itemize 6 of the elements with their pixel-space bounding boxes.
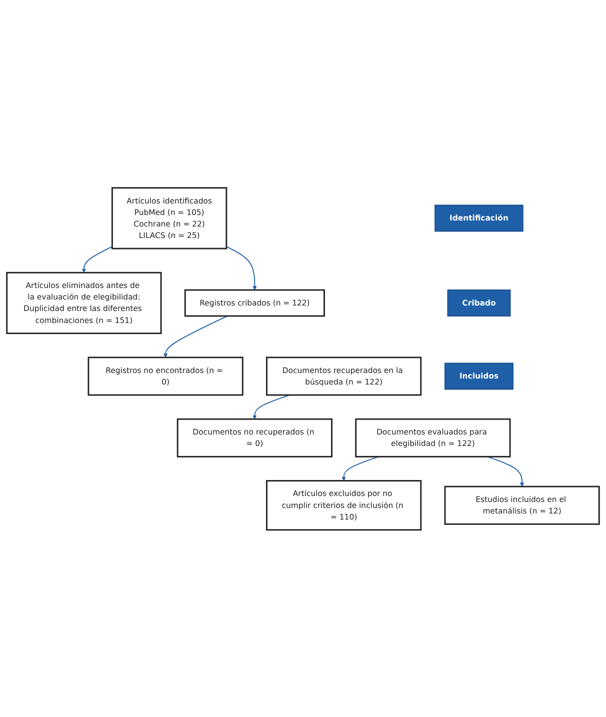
arrow [252, 394, 290, 419]
arrow [82, 246, 113, 272]
arrow [163, 315, 228, 358]
arrow [486, 456, 524, 486]
arrow [226, 246, 257, 290]
arrow [342, 456, 380, 481]
